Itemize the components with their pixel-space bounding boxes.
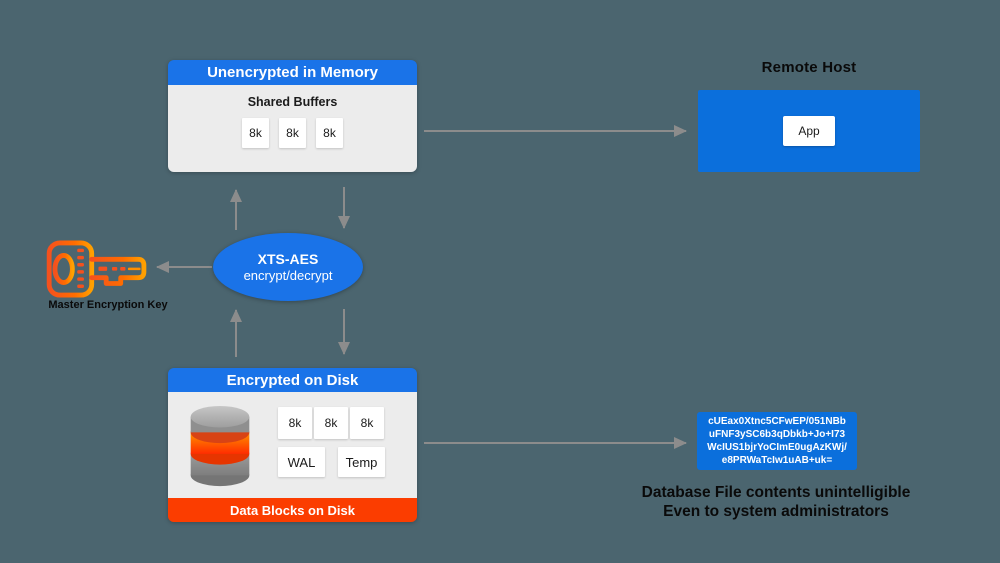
disk-panel-title: Encrypted on Disk (168, 368, 417, 392)
disk-panel: Encrypted on Disk (168, 368, 417, 522)
ciphertext-box: cUEax0Xtnc5CFwEP/051NBb uFNF3ySC6b3qDbkb… (697, 412, 857, 470)
disk-block-wal: WAL (278, 447, 325, 477)
caption-line-2: Even to system administrators (663, 503, 889, 520)
disk-block-8k: 8k (350, 407, 384, 439)
master-encryption-key-label: Master Encryption Key (48, 299, 168, 311)
memory-block-8k: 8k (316, 118, 343, 148)
database-icon (190, 405, 250, 487)
ciphertext-line: WcIUS1bjrYoCImE0ugAzKWj/ (707, 442, 847, 453)
memory-block-8k: 8k (279, 118, 306, 148)
memory-blocks-row: 8k 8k 8k (168, 118, 417, 148)
disk-block-8k: 8k (314, 407, 348, 439)
disk-panel-body: 8k 8k 8k WAL Temp (168, 392, 417, 498)
memory-block-8k: 8k (242, 118, 269, 148)
data-blocks-on-disk-banner: Data Blocks on Disk (168, 498, 417, 522)
key-icon (46, 240, 147, 298)
ciphertext-line: e8PRWaTcIw1uAB+uk= (721, 455, 833, 466)
caption-text: Database File contents unintelligible Ev… (600, 483, 952, 521)
memory-panel: Unencrypted in Memory Shared Buffers 8k … (168, 60, 417, 172)
engine-action-label: encrypt/decrypt (243, 267, 333, 283)
disk-block-temp: Temp (338, 447, 385, 477)
remote-host-box: App (698, 90, 920, 172)
disk-blocks-row2: WAL Temp (278, 447, 385, 477)
shared-buffers-label: Shared Buffers (247, 95, 338, 109)
app-box: App (783, 116, 835, 146)
engine-name-label: XTS-AES (257, 250, 319, 267)
remote-host-label: Remote Host (761, 59, 857, 76)
ciphertext-line: uFNF3ySC6b3qDbkb+Jo+I73 (708, 429, 846, 440)
memory-panel-body: Shared Buffers 8k 8k 8k (168, 85, 417, 172)
disk-block-8k: 8k (278, 407, 312, 439)
memory-panel-title: Unencrypted in Memory (168, 60, 417, 85)
disk-blocks-group: 8k 8k 8k WAL Temp (278, 407, 385, 477)
ciphertext-line: cUEax0Xtnc5CFwEP/051NBb (708, 416, 846, 427)
encryption-engine-ellipse: XTS-AES encrypt/decrypt (213, 233, 363, 301)
caption-line-1: Database File contents unintelligible (641, 484, 911, 501)
disk-blocks-row1: 8k 8k 8k (278, 407, 385, 439)
